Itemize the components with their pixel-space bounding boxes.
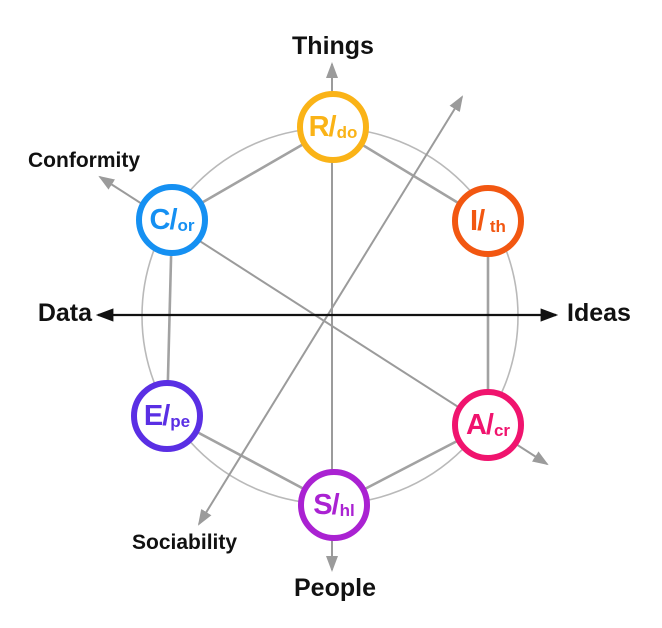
node-enterprising-sub: pe bbox=[170, 411, 191, 431]
node-social: S/hl bbox=[298, 469, 370, 541]
node-realistic: R/do bbox=[297, 91, 369, 163]
axis-label-conformity: Conformity bbox=[28, 149, 140, 172]
node-social-sub: hl bbox=[339, 500, 355, 520]
node-conventional: C/or bbox=[136, 184, 208, 256]
node-enterprising: E/pe bbox=[131, 380, 203, 452]
node-enterprising-code: E/ bbox=[143, 399, 170, 432]
axis-label-people: People bbox=[294, 574, 376, 602]
axis-label-sociability: Sociability bbox=[132, 531, 238, 554]
node-realistic-code: R/ bbox=[308, 110, 337, 143]
node-realistic-sub: do bbox=[336, 122, 358, 142]
axis-label-data: Data bbox=[37, 299, 92, 327]
axis-label-ideas: Ideas bbox=[567, 299, 631, 327]
axis-label-things: Things bbox=[292, 32, 374, 60]
node-conventional-sub: or bbox=[177, 215, 195, 235]
node-artistic-sub: cr bbox=[493, 420, 511, 440]
node-conventional-code: C/ bbox=[149, 203, 178, 236]
node-artistic-code: A/ bbox=[465, 408, 494, 441]
node-investigative: I/ th bbox=[452, 185, 524, 257]
node-investigative-sub: th bbox=[485, 216, 506, 236]
node-artistic: A/cr bbox=[452, 389, 524, 461]
node-investigative-code: I/ bbox=[470, 204, 485, 237]
node-social-code: S/ bbox=[313, 488, 339, 521]
